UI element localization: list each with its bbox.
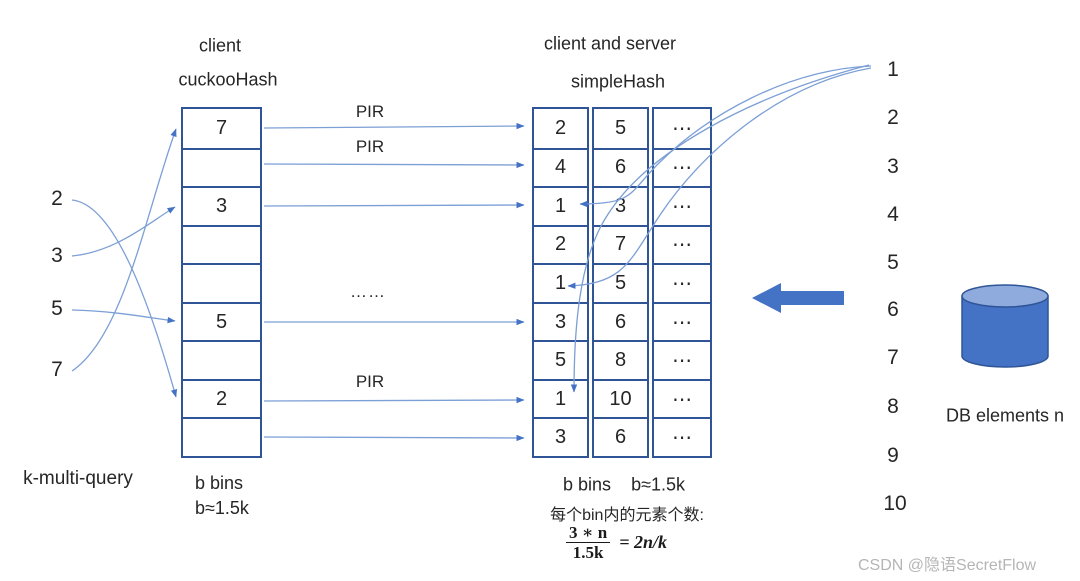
simple-cell-r2c2: 6 [594,147,647,187]
formula-fraction: 3 ∗ n 1.5k [566,523,611,562]
db-index-3: 3 [887,155,899,178]
pir-arrow-row1 [263,122,525,130]
cuckoo-cell-6: 5 [183,301,260,341]
db-index-7: 7 [887,346,899,369]
db-index-5: 5 [887,251,899,274]
pir-arrow-row2 [263,161,525,169]
db-cylinder-icon [961,284,1049,368]
cuckoo-caption: b bins b≈1.5k [195,471,249,521]
simple-cell-r4c3: ⋯ [654,224,710,264]
cuckoo-cell-4 [183,224,260,264]
db-index-6: 6 [887,298,899,321]
pir-arrow-row3 [263,201,525,209]
cuckoo-cell-1: 7 [215,116,228,139]
simple-cell-r6c2: 6 [594,301,647,341]
cuckoo-title-line2: cuckooHash [178,69,278,90]
pir-arrow-row8 [263,396,525,404]
simple-cell-r4c2: 7 [594,224,647,264]
simple-caption-bk: b≈1.5k [631,474,685,495]
formula-denominator: 1.5k [572,543,604,562]
db-index-10: 10 [883,492,907,515]
formula-rhs: = 2n/k [619,532,667,552]
cuckoo-caption-line2: b≈1.5k [195,498,249,518]
db-index-9: 9 [887,444,899,467]
simple-cell-r7c1: 5 [534,340,587,379]
bin-size-formula: 3 ∗ n 1.5k = 2n/k [566,524,667,561]
pir-label-2: PIR [355,137,385,156]
simple-cell-r6c1: 3 [534,301,587,341]
simple-cell-r1c3: ⋯ [672,117,692,140]
simple-cell-r4c1: 2 [534,224,587,264]
simple-cell-r6c3: ⋯ [654,301,710,341]
watermark: CSDN @隐语SecretFlow [858,557,1037,574]
simple-cell-r9c2: 6 [594,417,647,456]
curve-5-to-bin6 [71,309,176,324]
cuckoo-cell-8: 2 [183,378,260,418]
pir-label-3: PIR [355,372,385,391]
query-curves [71,128,178,398]
simple-cell-r5c1: 1 [534,263,587,302]
simple-cell-r8c3: ⋯ [654,378,710,418]
query-number-2: 2 [51,187,63,210]
simple-table-col1: 2 4 1 2 1 3 5 1 3 [532,107,589,458]
simple-cell-r3c3: ⋯ [654,186,710,225]
db-index-8: 8 [887,395,899,418]
simple-cell-r7c2: 8 [594,340,647,379]
cuckoo-caption-line1: b bins [195,473,244,493]
pir-arrows [263,122,525,442]
simple-cell-r9c1: 3 [534,417,587,456]
simple-title-line2: simpleHash [570,71,666,92]
formula-fraction-bar [566,542,611,543]
k-multi-query-label: k-multi-query [23,468,133,489]
simple-table-col3: ⋯ ⋯ ⋯ ⋯ ⋯ ⋯ ⋯ ⋯ ⋯ [652,107,712,458]
simple-cell-r5c2: 5 [594,263,647,302]
big-left-arrow [752,283,844,313]
curve-2-to-bin8 [71,199,178,398]
simple-cell-r3c1: 1 [534,186,587,225]
simple-cell-r1c1: 2 [554,116,567,139]
simple-cell-r3c2: 3 [594,186,647,225]
simple-cell-r8c1: 1 [534,378,587,418]
simple-cell-r2c3: ⋯ [654,147,710,187]
bin-elements-caption: 每个bin内的元素个数: [550,507,704,524]
simple-caption-bins: b bins [563,474,612,495]
formula-numerator: 3 ∗ n [569,523,608,542]
pir-arrow-row9 [263,434,525,442]
simple-cell-r1c2: 5 [614,116,627,139]
simple-title-line1: client and server [543,33,677,54]
pir-label-1: PIR [355,102,385,121]
simple-cell-r2c1: 4 [534,147,587,187]
db-index-2: 2 [887,106,899,129]
simple-table-col2: 5 6 3 7 5 6 8 10 6 [592,107,649,458]
curve-3-to-bin3 [71,206,176,257]
cuckoo-cell-3: 3 [183,186,260,225]
simple-cell-r9c3: ⋯ [654,417,710,456]
cuckoo-cell-9 [183,417,260,456]
simple-cell-r7c3: ⋯ [654,340,710,379]
simple-cell-r8c2: 10 [594,378,647,418]
cuckoo-cell-5 [183,263,260,302]
simple-cell-r5c3: ⋯ [654,263,710,302]
cuckoo-cell-2 [183,147,260,187]
cuckoo-table: 7 3 5 2 [181,107,262,458]
cuckoo-cell-7 [183,340,260,379]
db-index-4: 4 [887,203,899,226]
query-number-3: 3 [51,244,63,267]
simple-caption: b bins b≈1.5k [563,475,685,496]
query-number-7: 7 [51,358,63,381]
cuckoo-title-line1: client [198,35,242,56]
query-number-5: 5 [51,297,63,320]
db-index-1: 1 [887,58,899,81]
db-elements-label: DB elements n [945,405,1065,426]
curve-7-to-bin1 [71,128,177,372]
dots-label: …… [350,282,386,301]
